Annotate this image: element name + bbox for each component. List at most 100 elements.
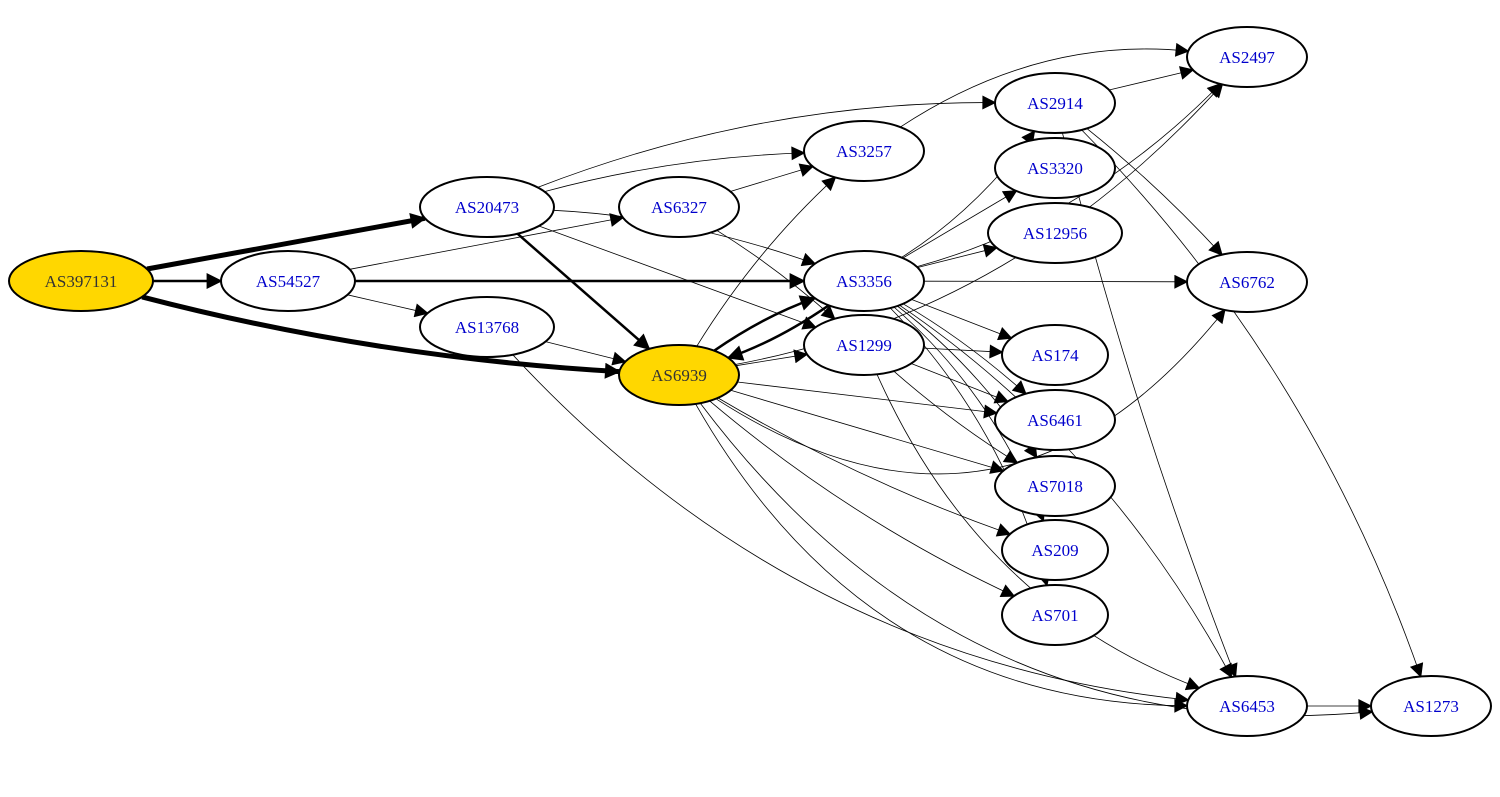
node-as3320[interactable]: AS3320 [994,137,1116,199]
node-shape [1001,519,1109,581]
edge-as6939-to-as3356 [713,295,817,352]
edge-as1299-to-as7018 [893,370,1019,464]
edge-as3356-to-as3320 [902,190,1018,259]
node-label: AS12956 [1023,224,1087,243]
node-shape [803,314,925,376]
node-shape [1186,675,1308,737]
edge-as6939-to-as701 [709,400,1016,598]
node-as6939[interactable]: AS6939 [618,344,740,406]
edge-as2914-to-as2497 [1109,66,1195,91]
node-shape [220,250,356,312]
node-as3257[interactable]: AS3257 [803,120,925,182]
edge-as54527-to-as13768 [347,294,429,318]
node-label: AS701 [1031,606,1078,625]
node-as701[interactable]: AS701 [1001,584,1109,646]
node-label: AS1273 [1403,697,1459,716]
node-shape [1186,26,1308,88]
edge-as3356-to-as12956 [917,243,998,268]
node-label: AS2914 [1027,94,1083,113]
node-shape [618,344,740,406]
node-as209[interactable]: AS209 [1001,519,1109,581]
edges-layer [141,42,1424,720]
edge-as6939-to-as209 [717,397,1012,537]
edge-as6939-to-as2497 [735,83,1224,365]
node-label: AS6453 [1219,697,1275,716]
node-as6327[interactable]: AS6327 [618,176,740,238]
node-label: AS7018 [1027,477,1083,496]
edge-as1299-to-as6461 [911,363,1010,404]
edge-as20473-to-as6939 [516,232,651,351]
node-as54527[interactable]: AS54527 [220,250,356,312]
node-shape [1370,675,1492,737]
node-as6461[interactable]: AS6461 [994,389,1116,451]
edge-as3356-to-as6461 [902,303,1027,395]
edge-as1299-to-as174 [923,344,1004,359]
node-label: AS13768 [455,318,519,337]
node-shape [419,176,555,238]
node-label: AS3356 [836,272,892,291]
node-shape [987,202,1123,264]
edge-as397131-to-as6939 [141,294,621,379]
edge-as6327-to-as3257 [730,163,815,192]
node-shape [994,455,1116,517]
edge-as6939-to-as6762 [715,308,1226,475]
node-label: AS1299 [836,336,892,355]
node-label: AS6461 [1027,411,1083,430]
edge-as3356-to-as6939 [726,304,830,361]
node-shape [618,176,740,238]
node-shape [1186,251,1308,313]
edge-as3356-to-as174 [911,299,1013,341]
node-label: AS174 [1031,346,1079,365]
edge-as6939-to-as1299 [736,349,809,367]
node-as1273[interactable]: AS1273 [1370,675,1492,737]
edge-as54527-to-as6327 [349,213,625,270]
node-as13768[interactable]: AS13768 [419,296,555,358]
edge-as1299-to-as6453 [876,374,1201,691]
edge-as20473-to-as3257 [544,146,806,192]
edge-as3356-to-as2497 [916,82,1222,268]
node-shape [803,120,925,182]
edge-as6939-to-as6461 [737,381,998,419]
node-as20473[interactable]: AS20473 [419,176,555,238]
node-label: AS209 [1031,541,1078,560]
node-label: AS3320 [1027,159,1083,178]
node-as397131[interactable]: AS397131 [8,250,154,312]
node-label: AS397131 [45,272,118,291]
node-label: AS6939 [651,366,707,385]
node-shape [994,389,1116,451]
node-label: AS54527 [256,272,321,291]
node-as2497[interactable]: AS2497 [1186,26,1308,88]
node-label: AS3257 [836,142,892,161]
node-shape [994,137,1116,199]
node-label: AS20473 [455,198,519,217]
node-as2914[interactable]: AS2914 [994,72,1116,134]
node-label: AS2497 [1219,48,1275,67]
node-as174[interactable]: AS174 [1001,324,1109,386]
node-shape [994,72,1116,134]
edge-as3257-to-as2497 [900,42,1190,128]
node-shape [803,250,925,312]
edge-as397131-to-as20473 [146,213,427,272]
node-as6762[interactable]: AS6762 [1186,251,1308,313]
node-label: AS6762 [1219,273,1275,292]
node-as7018[interactable]: AS7018 [994,455,1116,517]
node-as12956[interactable]: AS12956 [987,202,1123,264]
edge-as13768-to-as6453 [512,354,1190,706]
edge-as13768-to-as6939 [545,341,627,366]
edge-as20473-to-as2914 [537,95,997,188]
edge-as3356-to-as6762 [923,274,1189,289]
node-as6453[interactable]: AS6453 [1186,675,1308,737]
edge-as6327-to-as1299 [716,229,836,320]
edge-as6939-to-as6453 [695,403,1189,713]
node-as3356[interactable]: AS3356 [803,250,925,312]
node-as1299[interactable]: AS1299 [803,314,925,376]
node-shape [419,296,555,358]
node-shape [8,250,154,312]
edge-as2914-to-as1273 [1081,129,1424,678]
edge-as6939-to-as7018 [730,389,1005,474]
edge-as6939-to-as3257 [696,176,837,347]
node-label: AS6327 [651,198,707,217]
node-shape [1001,324,1109,386]
